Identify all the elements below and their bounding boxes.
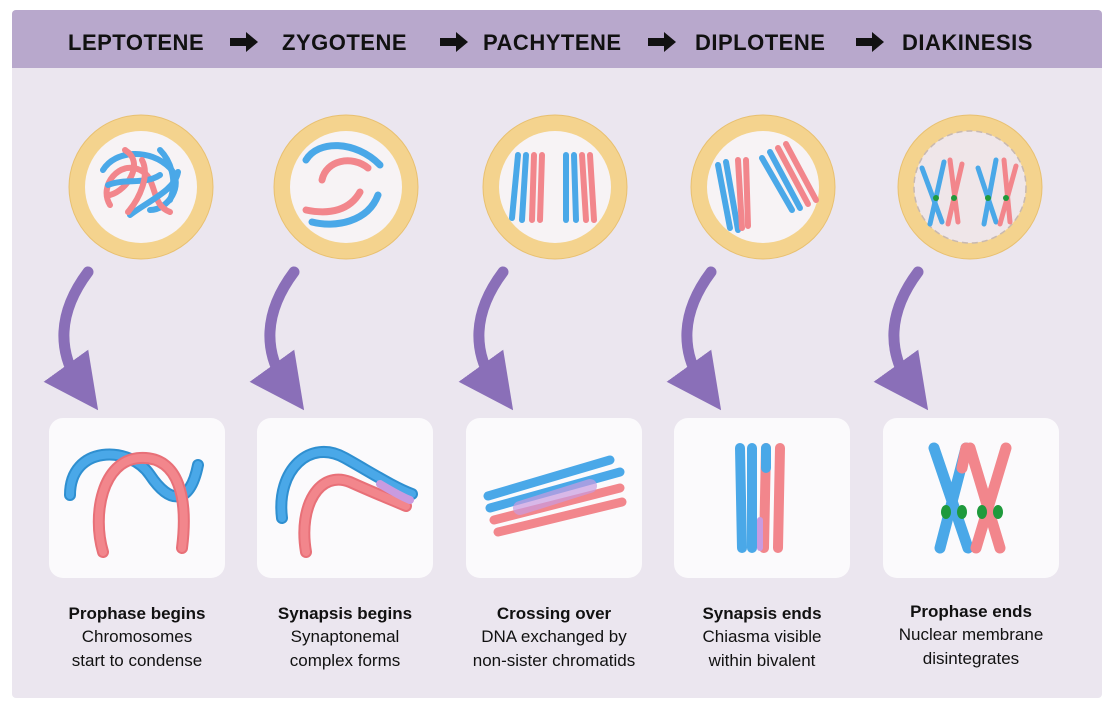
zoom-arrows xyxy=(43,266,929,411)
cell-pachytene xyxy=(482,114,628,260)
caption-title: Prophase begins xyxy=(68,604,206,623)
right-arrow-icon xyxy=(648,32,676,52)
caption-line: complex forms xyxy=(289,651,401,670)
stage-name-leptotene: LEPTOTENE xyxy=(68,30,205,55)
stage-name-diakinesis: DIAKINESIS xyxy=(902,30,1033,55)
right-arrow-icon xyxy=(230,32,258,52)
cell-diplotene xyxy=(690,114,836,260)
caption-line: disintegrates xyxy=(922,649,1020,668)
diplotene-cell-chromosomes xyxy=(715,141,819,233)
diakinesis-cell-chromosomes xyxy=(919,157,1019,227)
right-arrow-icon xyxy=(856,32,884,52)
detail-panel-leptotene xyxy=(49,418,225,578)
leptotene-detail-chromosomes xyxy=(64,448,204,558)
stage-name-diplotene: DIPLOTENE xyxy=(695,30,826,55)
cell-zygotene xyxy=(273,114,419,260)
caption-line: non-sister chromatids xyxy=(472,651,636,670)
caption-leptotene: Prophase begins Chromosomes start to con… xyxy=(27,603,247,673)
caption-zygotene: Synapsis begins Synaptonemal complex for… xyxy=(235,603,455,673)
caption-title: Synapsis begins xyxy=(277,604,413,623)
caption-line: within bivalent xyxy=(708,651,816,670)
pachytene-cell-chromosomes xyxy=(509,152,597,223)
caption-line: DNA exchanged by xyxy=(481,627,627,646)
cell-diakinesis xyxy=(897,114,1043,260)
stage-header-bar xyxy=(12,10,1102,68)
caption-pachytene: Crossing over DNA exchanged by non-siste… xyxy=(444,603,664,673)
caption-title: Synapsis ends xyxy=(702,604,822,623)
caption-diakinesis: Prophase ends Nuclear membrane disintegr… xyxy=(861,601,1081,671)
right-arrow-icon xyxy=(440,32,468,52)
zygotene-cell-chromosomes xyxy=(302,142,384,228)
caption-line: Nuclear membrane xyxy=(898,625,1044,644)
caption-line: Chromosomes xyxy=(81,627,193,646)
caption-line: Chiasma visible xyxy=(702,627,822,646)
leptotene-cell-chromosomes xyxy=(100,147,181,218)
pachytene-detail-chromosomes xyxy=(483,455,627,537)
caption-title: Crossing over xyxy=(496,604,612,623)
caption-line: Synaptonemal xyxy=(290,627,400,646)
caption-title: Prophase ends xyxy=(910,602,1032,621)
diakinesis-detail-chromosomes xyxy=(928,442,1012,554)
stage-name-pachytene: PACHYTENE xyxy=(483,30,622,55)
caption-line: start to condense xyxy=(71,651,203,670)
zygotene-detail-chromosomes xyxy=(275,446,418,558)
stage-name-zygotene: ZYGOTENE xyxy=(282,30,408,55)
caption-diplotene: Synapsis ends Chiasma visible within biv… xyxy=(652,603,872,673)
diplotene-detail-chromosomes xyxy=(735,443,785,553)
